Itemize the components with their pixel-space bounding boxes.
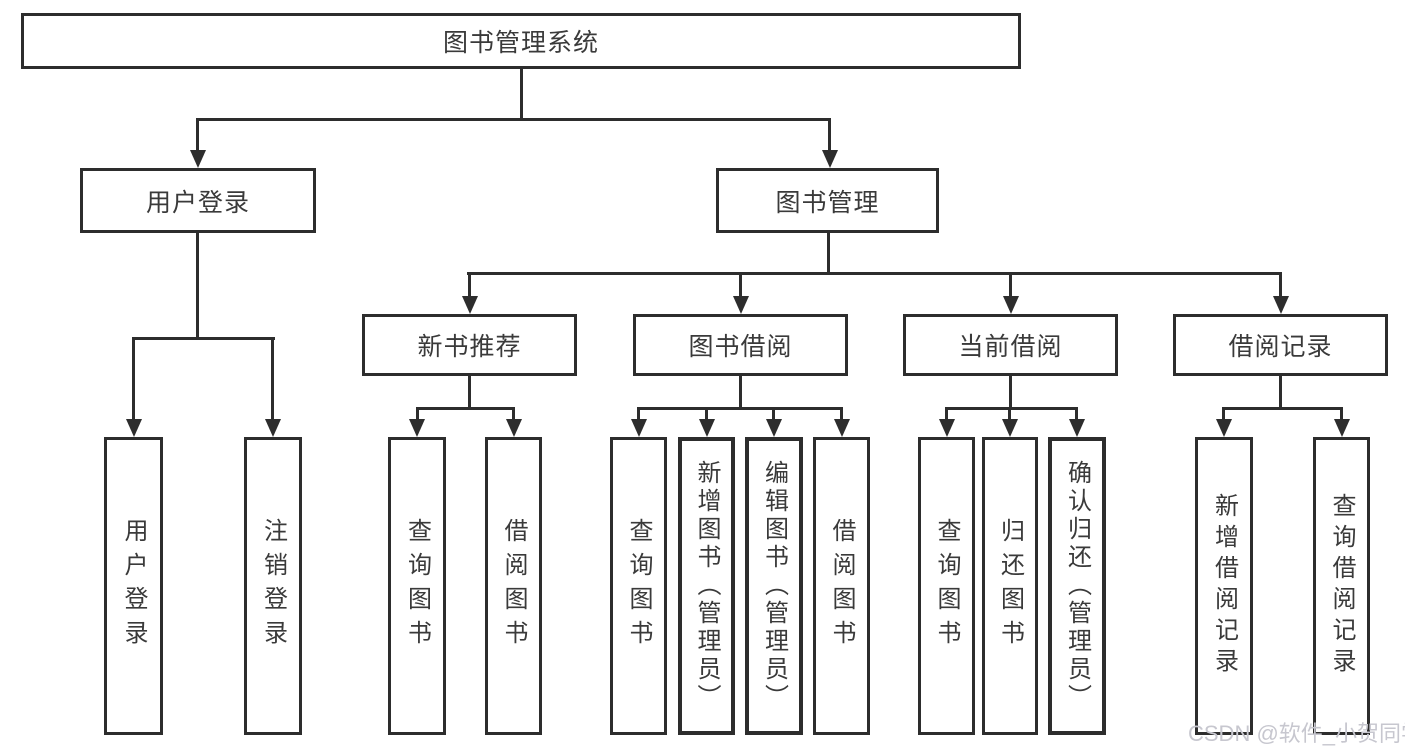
node-confirm-return-admin-label: 确认归还（管理员） xyxy=(1063,460,1091,712)
node-confirm-return-admin: 确认归还（管理员） xyxy=(1048,437,1106,735)
connector-hline xyxy=(132,337,275,340)
connector-vline xyxy=(772,407,775,421)
connector-hline xyxy=(416,407,515,410)
connector-hline xyxy=(637,407,843,410)
connector-vline xyxy=(739,376,742,410)
node-book-management: 图书管理 xyxy=(716,168,939,233)
arrowhead-down xyxy=(1069,419,1085,437)
node-query-books-label: 查询图书 xyxy=(625,518,652,654)
arrowhead-down xyxy=(1273,296,1289,314)
connector-vline xyxy=(1279,272,1282,300)
node-add-borrow-record-label: 新增借阅记录 xyxy=(1210,493,1238,679)
node-current-borrowing-label: 当前借阅 xyxy=(958,333,1063,361)
arrowhead-down xyxy=(834,419,850,437)
arrowhead-down xyxy=(265,419,281,437)
node-borrow-books: 借阅图书 xyxy=(813,437,870,735)
node-root-label: 图书管理系统 xyxy=(442,29,599,57)
node-edit-books-admin: 编辑图书（管理员） xyxy=(745,437,803,735)
arrowhead-down xyxy=(126,419,142,437)
node-query-books: 查询图书 xyxy=(918,437,975,735)
node-user-login-label: 用户登录 xyxy=(145,188,250,217)
node-borrow-books-label: 借阅图书 xyxy=(828,518,855,654)
node-add-borrow-record: 新增借阅记录 xyxy=(1195,437,1253,735)
arrowhead-down xyxy=(939,419,955,437)
node-add-books-admin: 新增图书（管理员） xyxy=(678,437,735,735)
node-book-borrowing: 图书借阅 xyxy=(633,314,848,376)
connector-vline xyxy=(416,407,419,421)
node-borrow-books-label: 借阅图书 xyxy=(500,518,527,654)
node-query-books: 查询图书 xyxy=(610,437,667,735)
connector-vline xyxy=(271,337,274,422)
connector-vline xyxy=(512,407,515,421)
node-logout-action-label: 注销登录 xyxy=(259,518,287,654)
node-return-books-label: 归还图书 xyxy=(996,518,1024,654)
arrowhead-down xyxy=(1002,419,1018,437)
node-current-borrowing: 当前借阅 xyxy=(903,314,1118,376)
node-query-borrow-record-label: 查询借阅记录 xyxy=(1328,493,1355,679)
connector-vline xyxy=(1008,407,1011,421)
node-book-borrowing-label: 图书借阅 xyxy=(688,333,793,361)
connector-vline xyxy=(827,233,830,275)
connector-vline xyxy=(132,337,135,422)
connector-vline xyxy=(637,407,640,421)
arrowhead-down xyxy=(733,296,749,314)
connector-vline xyxy=(1075,407,1078,421)
arrowhead-down xyxy=(1334,419,1350,437)
connector-hline xyxy=(1222,407,1343,410)
node-logout-action: 注销登录 xyxy=(244,437,302,735)
connector-vline xyxy=(840,407,843,421)
connector-vline xyxy=(705,407,708,421)
connector-vline xyxy=(1222,407,1225,421)
node-new-book-recommendation: 新书推荐 xyxy=(362,314,577,376)
node-query-books-label: 查询图书 xyxy=(933,518,960,654)
arrowhead-down xyxy=(822,150,838,168)
connector-vline xyxy=(739,272,742,300)
connector-vline xyxy=(1340,407,1343,421)
connector-vline xyxy=(468,376,471,410)
connector-vline xyxy=(520,69,523,121)
node-root: 图书管理系统 xyxy=(21,13,1021,69)
node-user-login-action-label: 用户登录 xyxy=(120,518,147,654)
arrowhead-down xyxy=(409,419,425,437)
arrowhead-down xyxy=(631,419,647,437)
node-new-book-recommendation-label: 新书推荐 xyxy=(417,333,522,361)
arrowhead-down xyxy=(766,419,782,437)
arrowhead-down xyxy=(699,419,715,437)
connector-hline xyxy=(467,272,1282,275)
connector-vline xyxy=(828,118,831,154)
node-book-management-label: 图书管理 xyxy=(775,188,880,217)
connector-vline xyxy=(1009,376,1012,410)
node-edit-books-admin-label: 编辑图书（管理员） xyxy=(760,460,788,712)
connector-hline xyxy=(945,407,1078,410)
connector-vline xyxy=(1279,376,1282,410)
watermark: CSDN @软件_小贺同学 xyxy=(1188,721,1405,746)
connector-vline xyxy=(196,118,199,154)
arrowhead-down xyxy=(506,419,522,437)
node-query-books: 查询图书 xyxy=(388,437,446,735)
node-query-books-label: 查询图书 xyxy=(403,518,431,654)
connector-vline xyxy=(468,272,471,300)
node-borrowing-records: 借阅记录 xyxy=(1173,314,1388,376)
node-return-books: 归还图书 xyxy=(982,437,1038,735)
arrowhead-down xyxy=(1003,296,1019,314)
node-user-login-action: 用户登录 xyxy=(104,437,163,735)
arrowhead-down xyxy=(462,296,478,314)
arrowhead-down xyxy=(190,150,206,168)
node-add-books-admin-label: 新增图书（管理员） xyxy=(693,460,720,712)
connector-vline xyxy=(196,233,199,340)
connector-hline xyxy=(196,118,831,121)
connector-vline xyxy=(945,407,948,421)
arrowhead-down xyxy=(1216,419,1232,437)
node-user-login: 用户登录 xyxy=(80,168,316,233)
node-borrow-books: 借阅图书 xyxy=(485,437,542,735)
node-query-borrow-record: 查询借阅记录 xyxy=(1313,437,1370,735)
node-borrowing-records-label: 借阅记录 xyxy=(1228,333,1333,361)
connector-vline xyxy=(1009,272,1012,300)
